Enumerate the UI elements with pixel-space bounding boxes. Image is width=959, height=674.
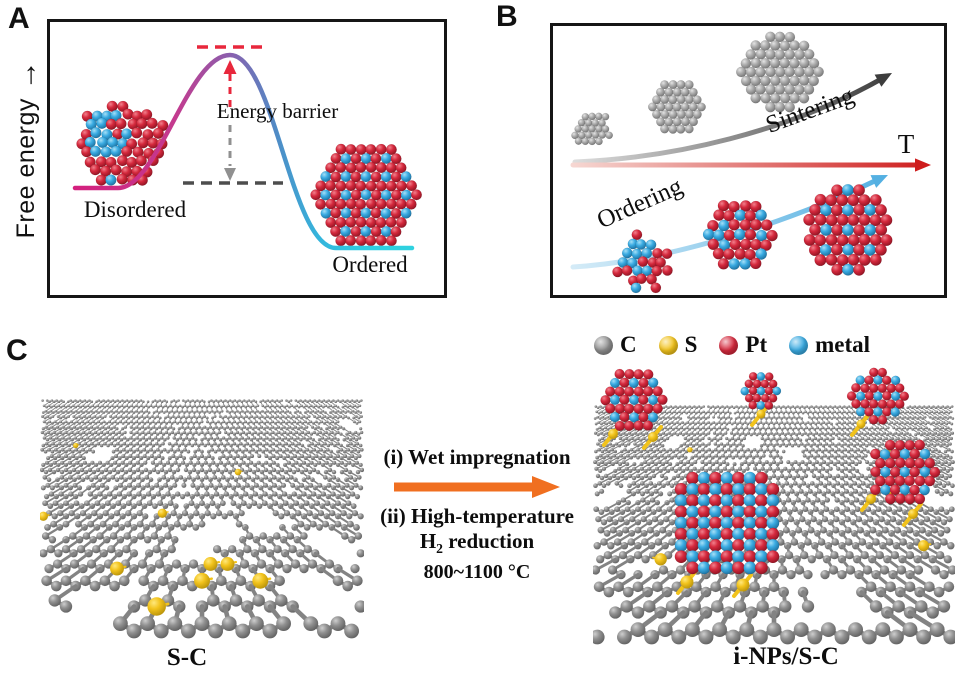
energy-barrier-label: Energy barrier — [216, 99, 339, 123]
free-energy-curve — [72, 52, 415, 251]
legend-sulfur-label: S — [684, 332, 698, 357]
panel-c-label: C — [6, 334, 28, 367]
legend-item-sulfur: S — [658, 332, 698, 358]
inps-sc-label: i-NPs/S-C — [733, 643, 839, 670]
barrier-arrow-up-head — [223, 60, 237, 74]
sulfur-atom-icon — [658, 335, 678, 355]
h2-pre: H — [419, 529, 437, 553]
carbon-atom-icon — [594, 335, 613, 355]
legend-metal-label: metal — [815, 332, 871, 357]
legend-item-platinum: Pt — [719, 332, 767, 358]
metal-atom-icon — [789, 335, 809, 355]
legend-item-carbon: C — [594, 332, 637, 358]
barrier-arrow-down-head — [224, 168, 236, 181]
ordering-arrow-head — [870, 175, 888, 188]
h2-post: reduction — [442, 529, 535, 553]
panel-a-label: A — [8, 2, 30, 35]
legend-platinum-label: Pt — [745, 332, 768, 357]
panel-b-label: B — [496, 0, 518, 33]
h2-sub: 2 — [436, 541, 443, 557]
sintering-arrow-head — [874, 73, 892, 87]
free-energy-axis-text: Free energy — [12, 98, 40, 239]
free-energy-axis-label: Free energy → — [10, 19, 44, 279]
temperature-label: T — [897, 129, 915, 159]
step-temperature-range: 800~1100 °C — [423, 561, 531, 583]
platinum-atom-icon — [719, 335, 739, 355]
reaction-arrow — [394, 476, 560, 498]
sintering-ordering-canvas — [570, 31, 931, 294]
up-arrow-icon: → — [10, 59, 43, 91]
ordered-label: Ordered — [332, 252, 408, 277]
step-wet-impregnation: (i) Wet impregnation — [383, 445, 571, 469]
step-high-temperature: (ii) High-temperature — [380, 504, 574, 528]
panel-b-plot-area: Sintering Ordering T — [550, 23, 947, 298]
panel-b-nanoparticles — [571, 31, 893, 294]
sintering-arrow — [572, 75, 886, 165]
sc-carbon-sheet — [40, 399, 364, 639]
disordered-label: Disordered — [83, 197, 187, 222]
atom-legend: C S Pt metal — [594, 332, 870, 358]
legend-item-metal: metal — [789, 332, 870, 358]
legend-carbon-label: C — [620, 332, 637, 357]
reaction-arrow-head — [532, 476, 560, 498]
sc-label: S-C — [166, 644, 208, 671]
temperature-arrow-head — [915, 158, 931, 172]
free-energy-curve-canvas — [72, 45, 423, 251]
step-h2-reduction: H2 reduction — [356, 529, 598, 557]
panel-a-plot-area: Energy barrier Disordered Ordered — [47, 19, 447, 298]
inps-sc-carbon-sheet — [593, 367, 955, 645]
